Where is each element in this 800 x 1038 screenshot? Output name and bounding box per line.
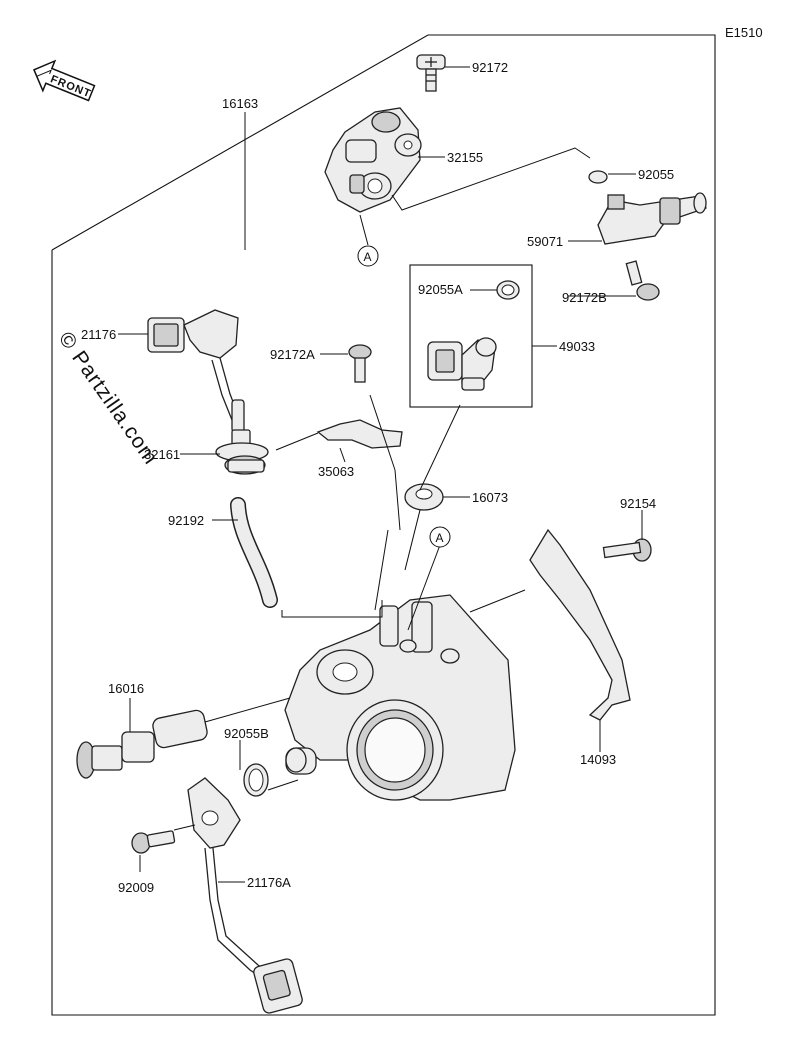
sensor-32155: [324, 107, 422, 213]
label-32161: 32161: [144, 447, 180, 462]
label-92009: 92009: [118, 880, 154, 895]
actuator-16016: [76, 709, 208, 779]
fitting-32161: [215, 429, 269, 475]
callout-a-top: A: [357, 245, 379, 267]
throttle-body: [284, 594, 516, 801]
label-16073: 16073: [472, 490, 508, 505]
bolt-92154: [602, 538, 652, 562]
leader-lines: [118, 66, 643, 883]
label-16016: 16016: [108, 681, 144, 696]
sensor-59071: [597, 192, 707, 245]
sensor-subassembly-box: [409, 264, 533, 408]
screw-92172A: [348, 344, 372, 383]
sensor-21176: [147, 309, 245, 433]
label-92192: 92192: [168, 513, 204, 528]
grommet-16073: [404, 483, 444, 511]
label-92055B: 92055B: [224, 726, 269, 741]
sensor-21176A: [187, 777, 303, 1014]
svg-text:A: A: [364, 250, 372, 264]
svg-text:A: A: [436, 531, 444, 545]
label-16163: 16163: [222, 96, 258, 111]
screw-92172: [416, 54, 446, 92]
label-35063: 35063: [318, 464, 354, 479]
label-92055: 92055: [638, 167, 674, 182]
label-92055A: 92055A: [418, 282, 463, 297]
bolt-92172B: [625, 260, 660, 301]
bracket-35063: [316, 419, 403, 449]
label-92172: 92172: [472, 60, 508, 75]
callout-a-bottom: A: [429, 526, 451, 548]
diagram-code: E1510: [725, 25, 763, 40]
label-92154: 92154: [620, 496, 656, 511]
label-92172B: 92172B: [562, 290, 607, 305]
label-14093: 14093: [580, 752, 616, 767]
label-21176: 21176: [81, 327, 116, 342]
label-32155: 32155: [447, 150, 483, 165]
o-ring-92055: [588, 170, 608, 184]
label-59071: 59071: [527, 234, 563, 249]
cover-14093: [529, 528, 631, 721]
assembly-frame: [51, 34, 716, 1016]
label-21176A: 21176A: [247, 875, 291, 890]
sensor-49033: [427, 337, 497, 391]
bolt-92009: [131, 830, 176, 854]
label-49033: 49033: [559, 339, 595, 354]
label-92172A: 92172A: [270, 347, 315, 362]
front-arrow-icon: FRONT: [33, 59, 96, 102]
